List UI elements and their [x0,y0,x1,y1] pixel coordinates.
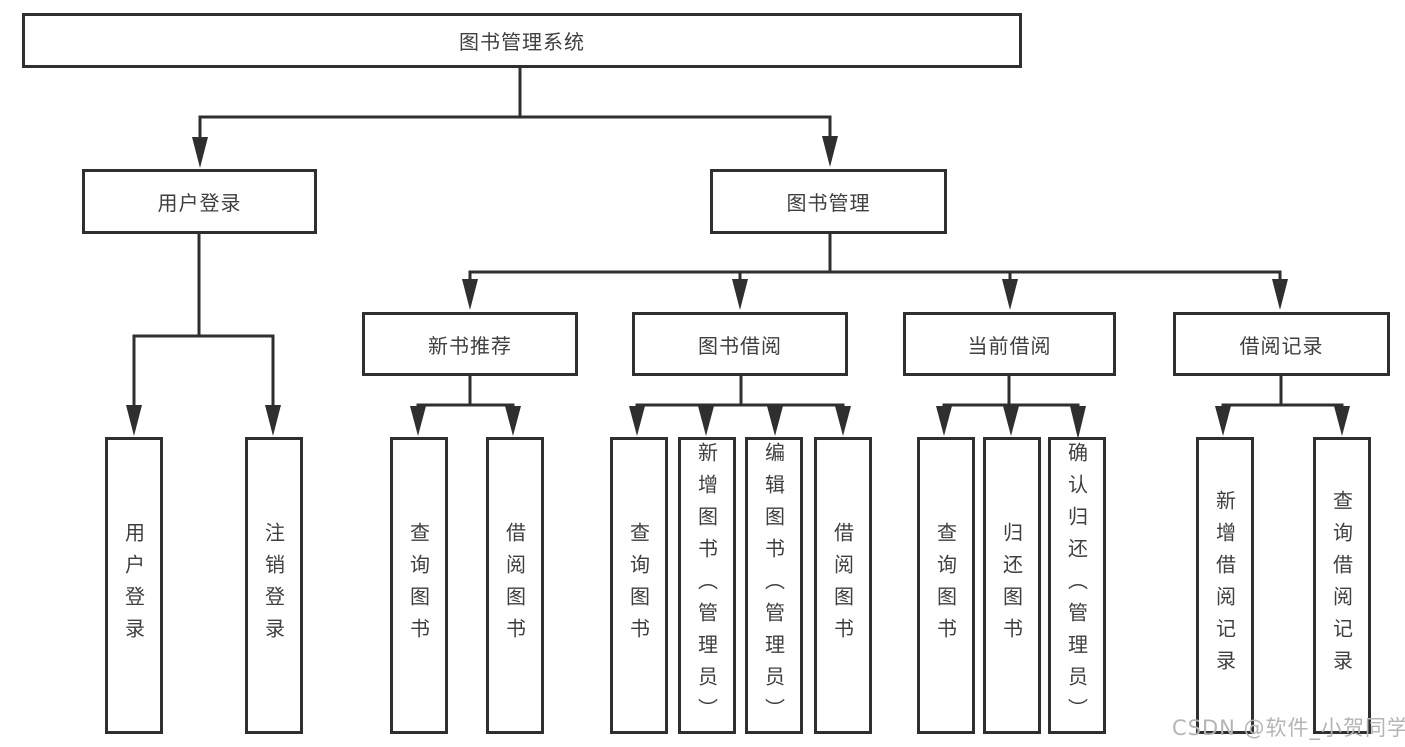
node-user-login: 用户登录 [82,169,317,234]
arrowhead [1070,406,1086,439]
arrowhead [505,406,521,436]
connector-current-to-leaves [942,376,1080,410]
leaf-add-borrow-record: 新增借阅记录 [1196,437,1254,734]
arrowhead [462,279,478,310]
leaf-borrow-books-2: 借阅图书 [814,437,872,734]
connector-userlogin-to-leaves [132,234,275,408]
arrowhead [1215,406,1231,436]
node-new-book-recommendation: 新书推荐 [362,312,578,376]
node-library-system: 图书管理系统 [22,13,1022,68]
leaf-user-login: 用户登录 [105,437,163,734]
leaf-borrow-books: 借阅图书 [486,437,544,734]
connector-root-to-level2 [198,68,832,140]
leaf-confirm-return-admin: 确认归还（管理员） [1048,437,1106,734]
leaf-edit-books-admin: 编辑图书（管理员） [745,437,803,734]
node-book-management: 图书管理 [710,169,947,234]
arrowhead [126,405,142,436]
leaf-query-borrow-record: 查询借阅记录 [1313,437,1371,734]
arrowhead [1002,279,1018,310]
watermark-text: CSDN @软件_小贺同学 [1172,716,1405,740]
leaf-add-books-admin: 新增图书（管理员） [678,437,736,734]
arrowhead [767,406,783,436]
arrowhead [265,405,281,436]
leaf-query-books-2: 查询图书 [610,437,668,734]
leaf-query-books-3: 查询图书 [917,437,975,734]
connector-newrec-to-leaves [416,376,515,410]
arrowhead [1334,406,1350,436]
node-book-borrowing: 图书借阅 [632,312,848,376]
leaf-logout: 注销登录 [245,437,303,734]
connector-bookmgmt-to-level3 [468,234,1282,284]
connector-borrow-to-leaves [635,376,845,410]
arrowhead [822,136,838,167]
leaf-query-books: 查询图书 [390,437,448,734]
arrowhead [1003,406,1019,436]
node-borrowing-records: 借阅记录 [1173,312,1390,376]
arrowhead [936,406,952,436]
arrowhead [1272,279,1288,310]
leaf-return-books: 归还图书 [983,437,1041,734]
arrowhead [410,406,426,436]
arrowhead [698,406,714,436]
node-current-borrowing: 当前借阅 [903,312,1116,376]
arrowhead [192,137,208,168]
connector-records-to-leaves [1221,376,1344,410]
arrowhead [835,406,851,436]
arrowhead [732,279,748,310]
arrowhead [629,406,645,436]
